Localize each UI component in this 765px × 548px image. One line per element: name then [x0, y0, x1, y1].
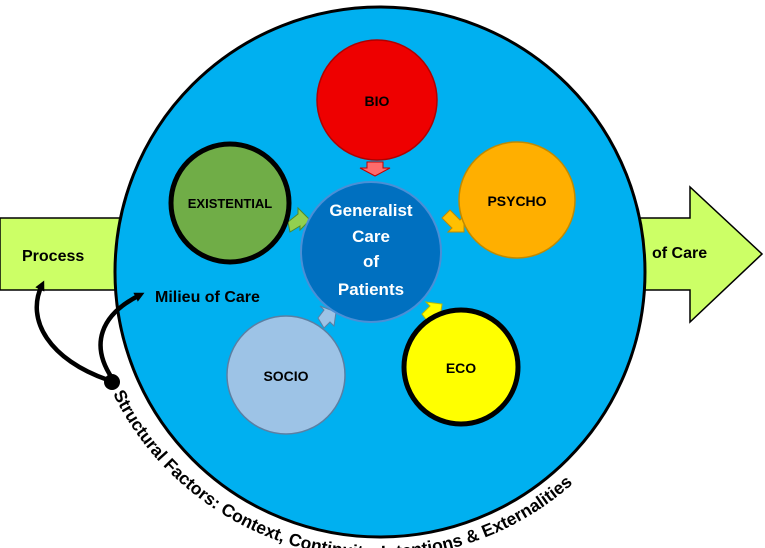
center-line-3: of	[363, 252, 379, 271]
existential-label: EXISTENTIAL	[188, 196, 273, 211]
existential-circle	[168, 141, 292, 265]
process-label: Process	[22, 248, 84, 265]
bio-connector-arrow	[359, 161, 391, 177]
center-line-4: Patients	[338, 280, 404, 299]
existential-connector-arrow	[287, 206, 311, 233]
milieu-label: Milieu of Care	[155, 289, 260, 306]
center-line-1: Generalist	[329, 201, 412, 220]
bio-label: BIO	[365, 93, 390, 109]
socio-label: SOCIO	[263, 368, 308, 384]
structural-arrow-to-process	[34, 280, 109, 383]
center-circle	[300, 181, 442, 323]
psycho-circle	[458, 141, 576, 259]
psycho-label: PSYCHO	[487, 193, 546, 209]
bio-circle	[316, 39, 438, 161]
eco-label: ECO	[446, 360, 476, 376]
of-care-label: of Care	[652, 245, 707, 262]
socio-connector-arrow	[317, 305, 337, 329]
center-line-2: Care	[352, 227, 390, 246]
socio-circle	[226, 315, 346, 435]
psycho-connector-arrow	[441, 209, 465, 233]
structural-arrow-to-milieu	[98, 292, 145, 380]
eco-circle	[401, 307, 521, 427]
